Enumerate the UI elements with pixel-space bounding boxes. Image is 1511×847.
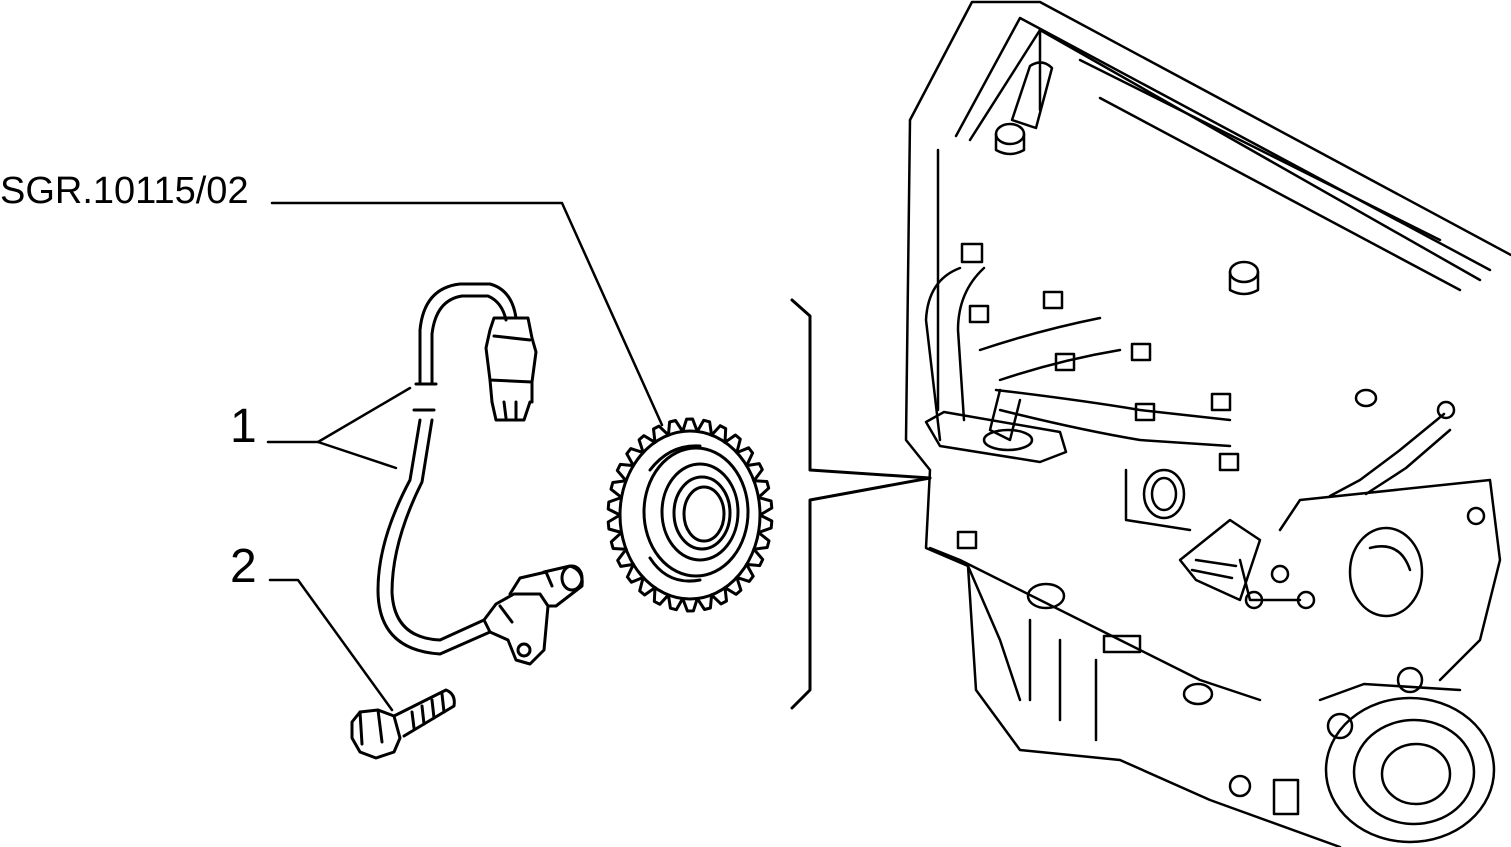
tone-wheel bbox=[606, 417, 774, 613]
reference-leader-line bbox=[270, 201, 664, 427]
reference-code-label: SGR.10115/02 bbox=[0, 170, 249, 212]
assembly-bracket bbox=[790, 298, 932, 710]
callout-number-2: 2 bbox=[230, 540, 257, 593]
bolt bbox=[350, 688, 456, 760]
leader-lines bbox=[266, 201, 664, 712]
callout-1-leader-line bbox=[266, 386, 412, 444]
callout-number-1: 1 bbox=[230, 400, 257, 453]
callout-2-leader-line bbox=[268, 578, 394, 712]
engine-block bbox=[904, 0, 1511, 847]
sensor-with-cable bbox=[376, 282, 584, 666]
